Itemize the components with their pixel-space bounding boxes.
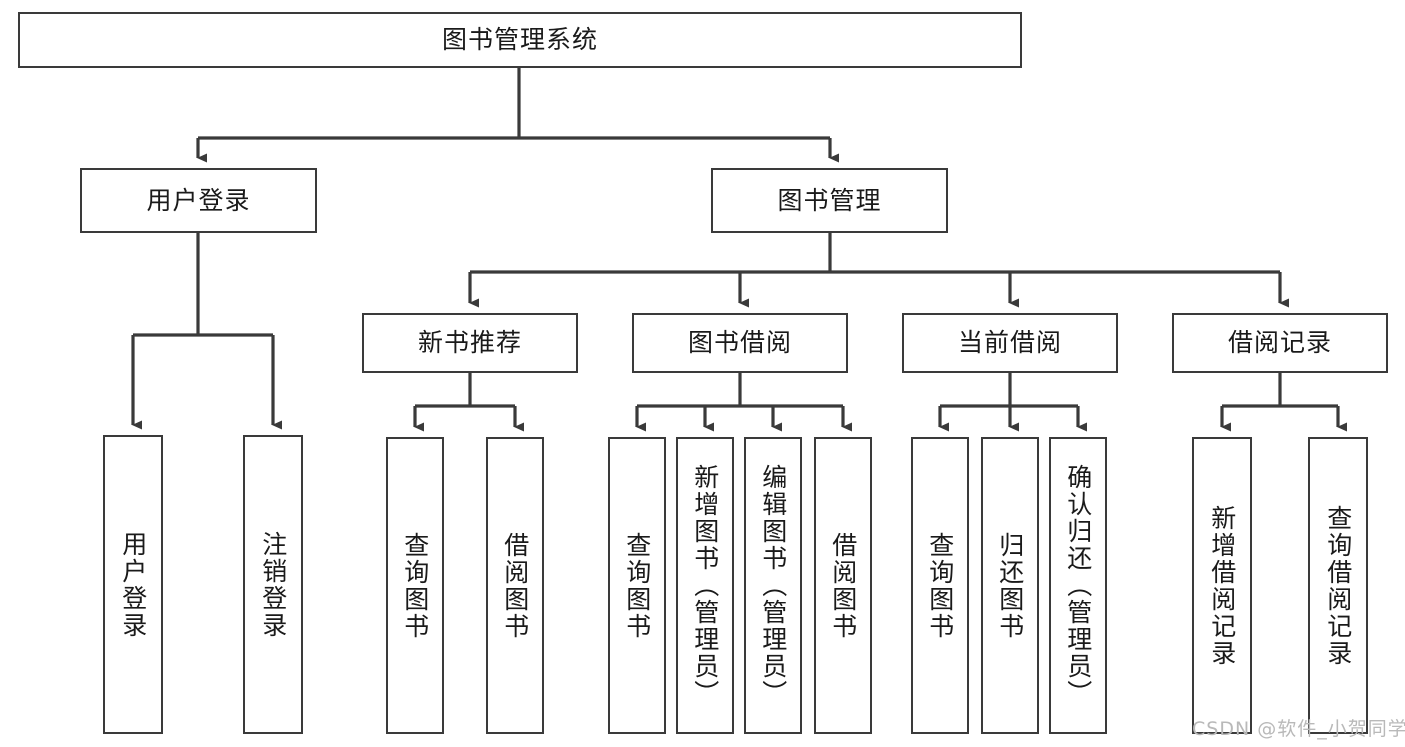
node-root-label: 图书管理系统 <box>441 25 598 54</box>
node-new-book-recommend[interactable]: 新书推荐 <box>362 313 578 373</box>
node-leaf-query-record[interactable]: 查询借阅记录 <box>1308 437 1368 734</box>
node-leaf-edit-book[interactable]: 编辑图书（管理员） <box>744 437 802 734</box>
node-leaf-add-record[interactable]: 新增借阅记录 <box>1192 437 1252 734</box>
node-leaf-user-login-label: 用户登录 <box>118 530 148 639</box>
node-leaf-user-login[interactable]: 用户登录 <box>103 435 163 734</box>
node-root[interactable]: 图书管理系统 <box>18 12 1022 68</box>
node-borrow-record[interactable]: 借阅记录 <box>1172 313 1388 373</box>
node-leaf-borrow-book-1[interactable]: 借阅图书 <box>486 437 544 734</box>
node-user-login[interactable]: 用户登录 <box>80 168 317 233</box>
node-leaf-return-book[interactable]: 归还图书 <box>981 437 1039 734</box>
node-leaf-query-book-3-label: 查询图书 <box>925 531 955 640</box>
node-leaf-return-book-label: 归还图书 <box>995 531 1025 640</box>
node-leaf-borrow-book-2[interactable]: 借阅图书 <box>814 437 872 734</box>
node-leaf-query-book-2[interactable]: 查询图书 <box>608 437 666 734</box>
node-current-borrow[interactable]: 当前借阅 <box>902 313 1118 373</box>
node-leaf-query-book-1[interactable]: 查询图书 <box>386 437 444 734</box>
node-leaf-query-record-label: 查询借阅记录 <box>1323 504 1353 667</box>
node-leaf-user-logout[interactable]: 注销登录 <box>243 435 303 734</box>
node-leaf-query-book-2-label: 查询图书 <box>622 531 652 640</box>
node-new-book-recommend-label: 新书推荐 <box>417 328 522 357</box>
node-leaf-borrow-book-1-label: 借阅图书 <box>500 531 530 640</box>
node-book-management-label: 图书管理 <box>777 185 882 215</box>
node-leaf-confirm-return[interactable]: 确认归还（管理员） <box>1049 437 1107 734</box>
node-leaf-query-book-1-label: 查询图书 <box>400 531 430 640</box>
node-leaf-add-record-label: 新增借阅记录 <box>1207 504 1237 667</box>
node-current-borrow-label: 当前借阅 <box>957 328 1062 357</box>
node-leaf-user-logout-label: 注销登录 <box>258 530 288 639</box>
node-leaf-query-book-3[interactable]: 查询图书 <box>911 437 969 734</box>
node-book-borrow-label: 图书借阅 <box>687 328 792 357</box>
node-leaf-borrow-book-2-label: 借阅图书 <box>828 531 858 640</box>
node-leaf-add-book-label: 新增图书（管理员） <box>690 464 720 707</box>
node-book-borrow[interactable]: 图书借阅 <box>632 313 848 373</box>
node-leaf-add-book[interactable]: 新增图书（管理员） <box>676 437 734 734</box>
csdn-watermark: CSDN @软件_小贺同学 <box>1192 718 1405 740</box>
node-borrow-record-label: 借阅记录 <box>1227 328 1332 357</box>
node-user-login-label: 用户登录 <box>146 185 251 215</box>
node-leaf-confirm-return-label: 确认归还（管理员） <box>1063 464 1093 707</box>
node-leaf-edit-book-label: 编辑图书（管理员） <box>758 464 788 707</box>
node-book-management[interactable]: 图书管理 <box>711 168 948 233</box>
